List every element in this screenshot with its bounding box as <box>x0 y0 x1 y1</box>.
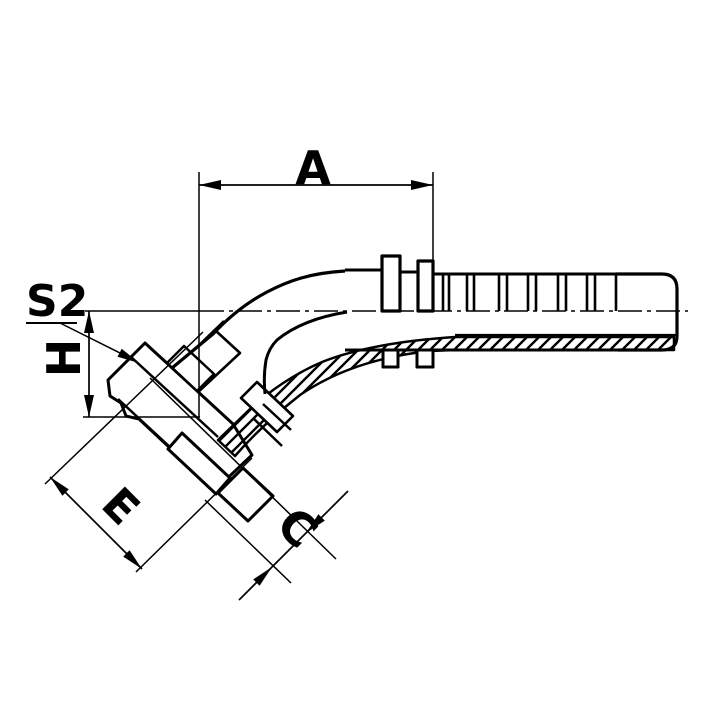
arrowhead <box>123 550 142 569</box>
dimension-s2-label: S2 <box>26 276 88 327</box>
collar-rib <box>380 254 402 313</box>
nut-facet-line <box>129 355 219 438</box>
dimension-a: A <box>198 141 434 417</box>
dimension-c-label: C <box>266 497 328 559</box>
nut-thread-window <box>165 344 216 393</box>
extension-line <box>149 377 337 584</box>
nipple-bottom-profile <box>345 348 618 369</box>
arrowhead <box>117 348 139 363</box>
arrowhead <box>253 567 272 586</box>
arrowhead <box>411 180 433 190</box>
arrowhead <box>84 311 94 333</box>
arrowhead <box>84 395 94 417</box>
collar-rib <box>416 259 435 313</box>
extension-line <box>44 331 253 573</box>
retention-tab <box>381 348 400 369</box>
extension-line <box>198 172 434 417</box>
retention-tab <box>415 348 435 369</box>
arrowhead <box>50 477 69 496</box>
fitting-body <box>106 254 679 523</box>
port-nose-stub <box>216 466 275 523</box>
port-step-line <box>253 403 292 447</box>
arrowhead <box>306 514 325 533</box>
dimension-a-label: A <box>295 141 331 195</box>
dimension-h-label: H <box>37 339 91 378</box>
nipple-top-edge <box>345 268 616 276</box>
arrowhead <box>199 180 221 190</box>
dimension-h: H <box>37 311 200 418</box>
elbow-outer-curve <box>170 269 346 370</box>
dimension-s2: S2 <box>26 276 139 363</box>
elbow-inner-curve <box>262 310 348 395</box>
nipple-end-cap <box>616 272 679 352</box>
barb-ridges <box>441 274 618 311</box>
